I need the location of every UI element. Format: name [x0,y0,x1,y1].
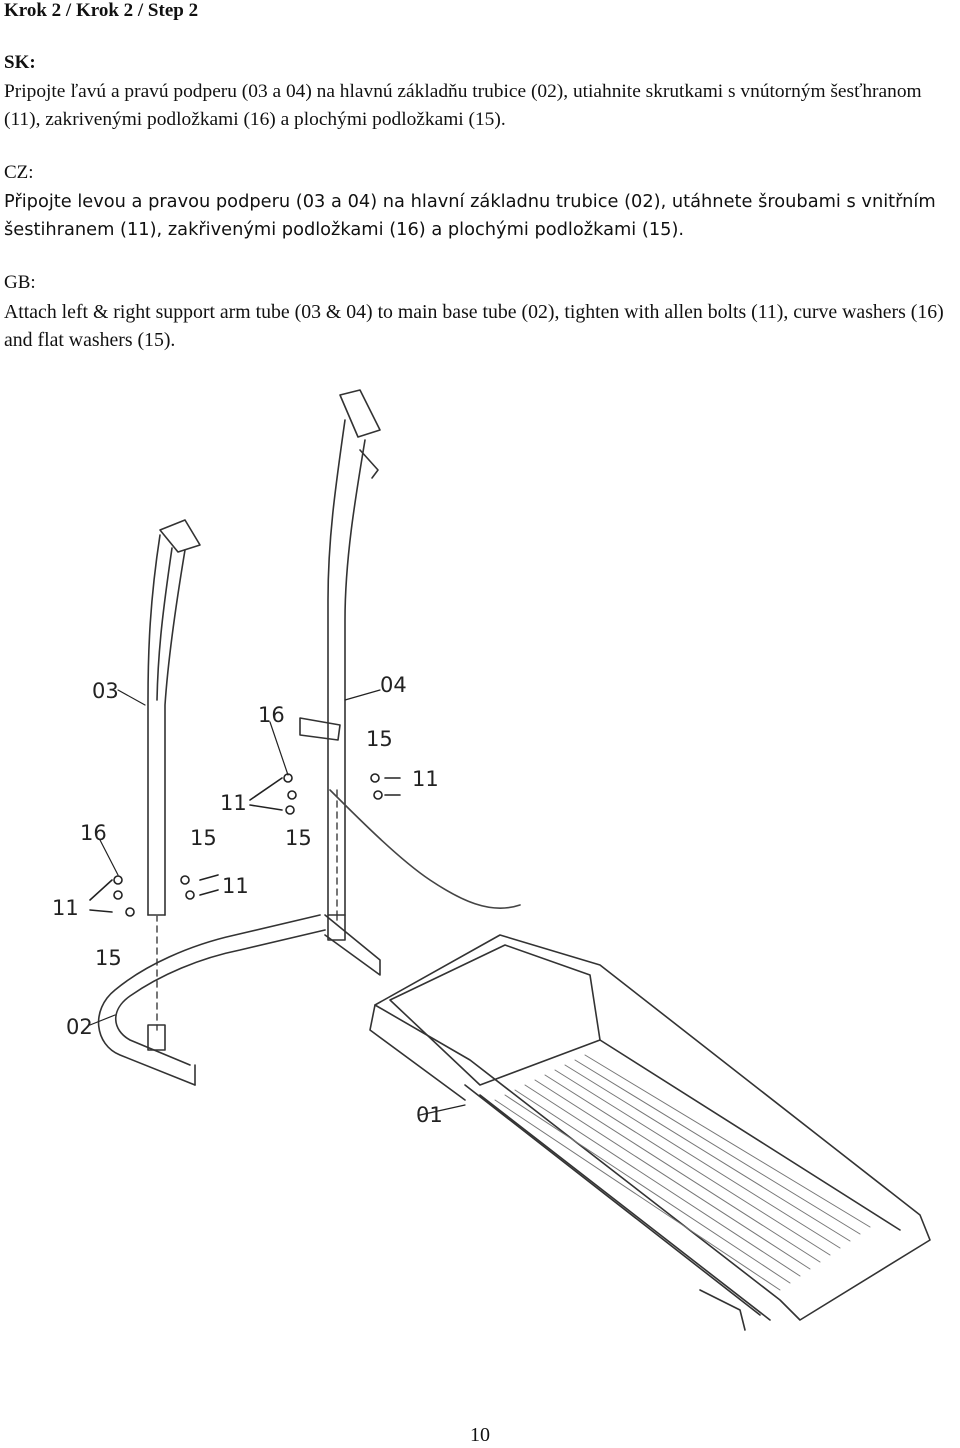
label-part-16-right: 16 [258,703,285,727]
right-support-arm-04 [299,389,381,916]
label-part-11-left-a: 11 [222,874,249,898]
section-gb-label: GB: [4,272,36,293]
label-part-16-left: 16 [80,821,107,845]
left-support-arm-03 [147,519,201,916]
label-part-03: 03 [92,679,119,703]
label-part-15-left-b: 15 [95,946,122,970]
label-part-15-left-a: 15 [190,826,217,850]
label-part-11-right-b: 11 [220,791,247,815]
section-cz-text: Připojte levou a pravou podperu (03 a 04… [4,191,936,240]
section-sk-label: SK: [4,52,36,73]
hardware-right [249,773,401,815]
main-base-tube-02 [97,914,381,1086]
section-gb-text: Attach left & right support arm tube (03… [4,301,944,351]
treadmill-deck-01 [369,934,931,1331]
label-part-15-right-b: 15 [285,826,312,850]
hardware-left [89,874,219,917]
label-part-04: 04 [380,673,407,697]
label-part-11-right-a: 11 [412,767,439,791]
label-part-01: 01 [416,1103,443,1127]
page-number: 10 [470,1424,490,1446]
label-part-02: 02 [66,1015,93,1039]
page-heading: Krok 2 / Krok 2 / Step 2 [4,0,199,21]
assembly-diagram: 03 04 16 15 11 11 15 16 15 11 11 15 02 0… [52,389,931,1331]
label-part-15-right-a: 15 [366,727,393,751]
label-part-11-left-b: 11 [52,896,79,920]
section-sk-text: Pripojte ľavú a pravú podperu (03 a 04) … [4,81,922,130]
section-cz-label: CZ: [4,162,34,183]
